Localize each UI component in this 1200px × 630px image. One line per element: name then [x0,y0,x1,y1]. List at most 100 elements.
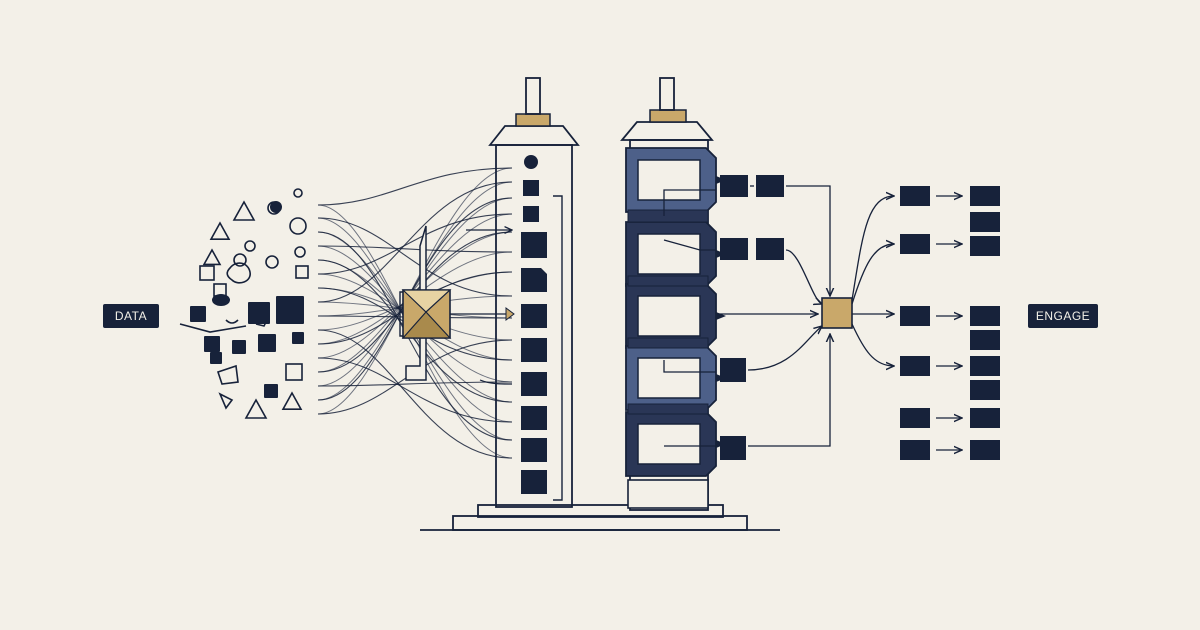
tower2-collar [649,109,687,123]
flow-arrow [747,326,822,371]
outline-circle [265,255,279,269]
filled-square [264,384,278,398]
flow-path [663,239,716,251]
filled-square [248,302,270,324]
output-source-block [900,408,930,428]
tower-rail [553,195,563,501]
fan-line [317,245,513,253]
fan-line [317,167,513,206]
fan-line [317,329,513,459]
tower2-foot [627,479,709,509]
output-source-block [900,306,930,326]
outline-triangle [218,392,234,410]
tower-block [521,268,547,292]
flow-block [720,175,748,197]
output-blocks [851,186,1000,460]
output-target-block [970,306,1000,326]
flow-block [756,175,784,197]
output-target-block [970,212,1000,232]
output-target-block [970,186,1000,206]
stage-coupler [627,209,709,223]
right-tower [620,77,726,511]
tower-block [521,232,547,258]
output-source-block [900,186,930,206]
fan-line [317,381,513,387]
hub-facet [401,289,452,313]
outline-triangle [244,398,268,419]
filled-square [190,306,206,322]
gold-square-icon [821,297,853,329]
stage-window [637,423,701,465]
tower-spire [525,77,541,115]
fan-line [317,357,513,423]
outline-triangle [281,391,303,410]
flow-block [720,238,748,260]
output-branch [851,196,894,301]
hub-out-arrow [505,307,515,321]
engage-label: ENGAGE [1028,304,1098,328]
filled-square [276,296,304,324]
hub-bracket [405,225,427,381]
fan-line [317,213,513,275]
filled-square [292,332,304,344]
flow-path [663,360,716,373]
output-target-block [970,356,1000,376]
tower-dot [524,155,538,169]
outline-quad [216,364,239,385]
outline-triangle [202,248,222,266]
tower-inlet [479,379,513,385]
scattered-shapes [179,188,309,419]
stage-window [637,159,701,201]
tower-block [521,338,547,362]
filled-square [258,334,276,352]
outline-stroke [179,323,247,333]
flow-block [720,436,746,460]
outline-square [199,265,215,281]
fan-line [317,181,513,303]
data-label: DATA [103,304,159,328]
stage-window [637,233,701,275]
stage-coupler [627,403,709,415]
tower-block [523,206,539,222]
tower2-spire [659,77,675,111]
tower-block [521,406,547,430]
outline-triangle [232,200,256,221]
output-source-block [900,440,930,460]
outline-square [285,363,303,381]
outline-blob [226,262,251,284]
flow-arrow [786,185,830,296]
tower-block [521,372,547,396]
output-branch [851,323,894,366]
tower-block [521,470,547,494]
outline-circle [293,188,303,198]
tower-block [523,180,539,196]
output-target-block [970,380,1000,400]
stage-coupler [627,337,709,349]
filled-square [232,340,246,354]
flow-block [720,358,746,382]
outline-triangle [209,221,231,240]
outline-circle [244,240,256,252]
outline-circle [294,246,306,258]
flow-arrow [785,249,822,304]
output-target-block [970,330,1000,350]
flow-path [663,189,716,216]
outline-circle [233,253,247,267]
left-tower [420,77,780,531]
fan-line [317,217,513,297]
tower-cap [488,125,580,146]
flow-arrow [748,334,830,447]
outline-square [295,265,309,279]
output-source-block [900,356,930,376]
outline-square [213,283,227,297]
filled-circle [270,201,282,213]
output-branch [851,244,894,305]
hub-facet [401,311,452,339]
tower-block [521,304,547,328]
stage-window [637,357,701,399]
outline-circle [289,217,307,235]
filled-square [210,352,222,364]
tower-collar [515,113,551,127]
